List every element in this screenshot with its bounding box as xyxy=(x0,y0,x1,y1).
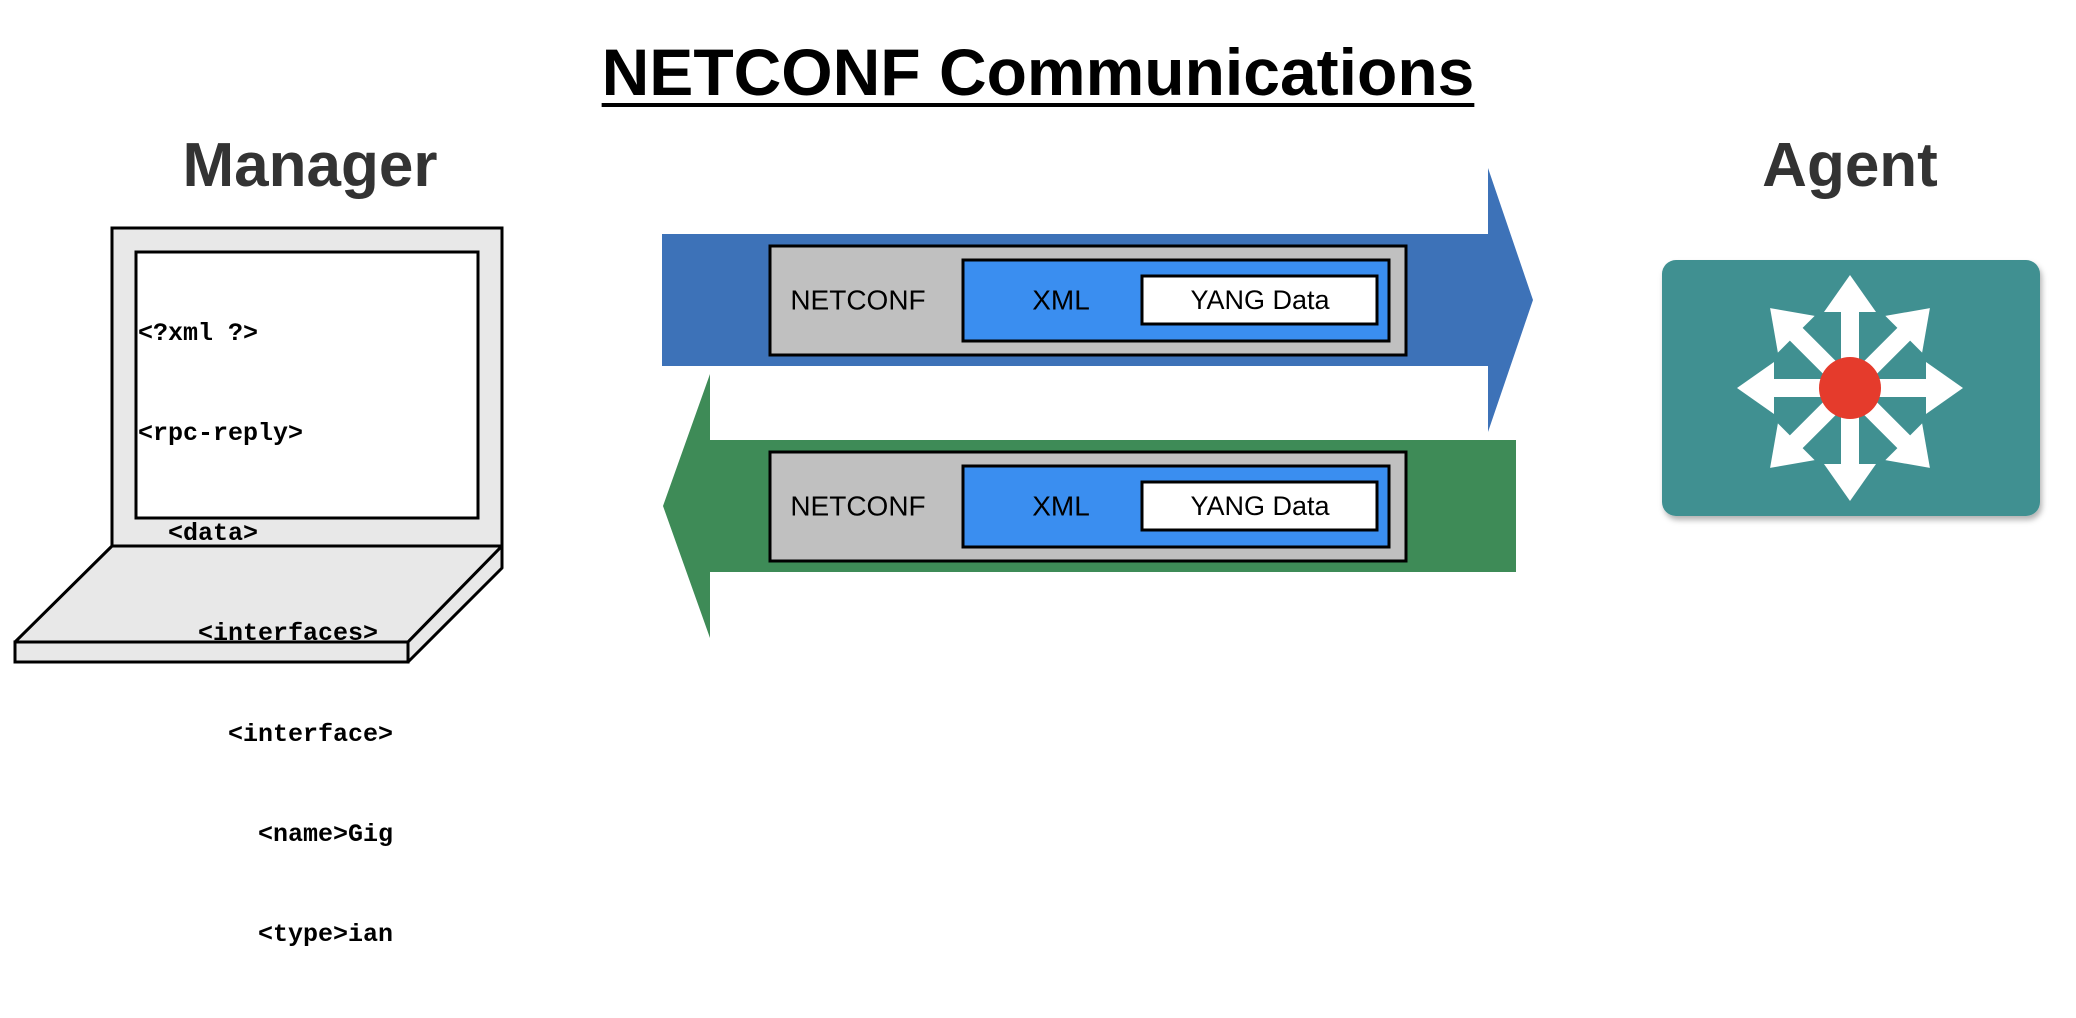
code-line: <interface> xyxy=(138,719,394,749)
yang-label: YANG Data xyxy=(1190,491,1330,521)
router-core xyxy=(1819,357,1881,419)
code-line: <type>ian xyxy=(138,920,394,950)
netconf-label: NETCONF xyxy=(790,490,925,521)
netconf-label: NETCONF xyxy=(790,284,925,315)
yang-label: YANG Data xyxy=(1190,285,1330,315)
code-line: <name>Gig xyxy=(138,819,394,849)
manager-label: Manager xyxy=(182,131,438,200)
netconf-diagram: NETCONF Communications Manager Agent <?x… xyxy=(13,35,2040,949)
code-line: <data> xyxy=(138,519,259,549)
yang-layer xyxy=(1140,480,1379,532)
response-message-stack: NETCONF XML YANG Data xyxy=(768,450,1408,563)
agent-label: Agent xyxy=(1762,131,1938,200)
xml-label: XML xyxy=(1032,490,1090,521)
code-line: <interfaces> xyxy=(138,619,379,649)
request-message-stack: NETCONF XML YANG Data xyxy=(768,244,1408,357)
code-line: <rpc-reply> xyxy=(138,419,304,449)
xml-label: XML xyxy=(1032,284,1090,315)
router-icon xyxy=(1662,260,2040,516)
yang-layer xyxy=(1140,274,1379,326)
code-line: <?xml ?> xyxy=(138,318,259,348)
diagram-title: NETCONF Communications xyxy=(601,35,1475,109)
